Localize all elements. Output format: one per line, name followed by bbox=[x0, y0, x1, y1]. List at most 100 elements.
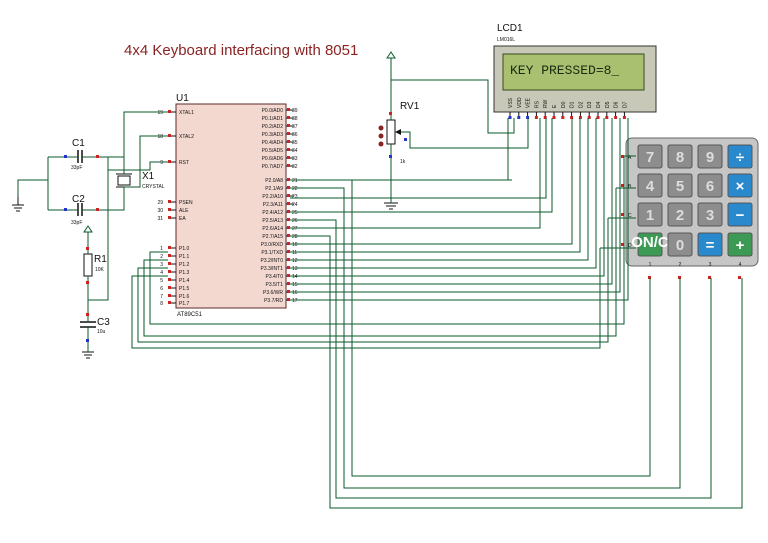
mcu-pin-number-right: 28 bbox=[292, 234, 298, 240]
keypad-key-label: + bbox=[736, 237, 745, 254]
keypad-col-pin bbox=[708, 276, 711, 279]
keypad-key-label: 1 bbox=[646, 207, 654, 224]
keypad-key-label: 6 bbox=[706, 178, 714, 195]
lcd-pin-marker bbox=[578, 116, 582, 119]
mcu-pin-name-right: P0.7/AD7 bbox=[262, 164, 284, 170]
mcu-part: AT89C51 bbox=[177, 312, 203, 318]
mcu-pin-marker-right bbox=[287, 290, 290, 293]
mcu-pin-name-left: P1.7 bbox=[179, 301, 190, 307]
wires bbox=[17, 58, 743, 509]
keypad-key-label: 0 bbox=[676, 237, 684, 254]
keypad-row-pin bbox=[621, 155, 624, 158]
mcu-pin-name-left: XTAL2 bbox=[179, 134, 194, 140]
lcd-pin-label: RW bbox=[543, 99, 549, 108]
keypad-key-2-0[interactable]: 1 bbox=[637, 202, 663, 227]
mcu-pin-marker-left bbox=[168, 216, 171, 219]
pot-dot-c bbox=[378, 141, 384, 147]
mcu-pin-name-left: ALE bbox=[179, 208, 189, 214]
keypad-key-label: 8 bbox=[676, 149, 684, 166]
mcu-pin-marker-left bbox=[168, 246, 171, 249]
ground-symbol-c3 bbox=[82, 351, 94, 359]
mcu-pin-marker-left bbox=[168, 286, 171, 289]
keypad-key-3-2[interactable]: = bbox=[697, 232, 723, 257]
reset-circuit: R1 10K C3 10u bbox=[80, 225, 110, 359]
lcd-pin-label: D3 bbox=[587, 101, 593, 108]
mcu-pin-marker-right bbox=[287, 234, 290, 237]
keypad-key-3-3[interactable]: + bbox=[727, 232, 753, 257]
mcu-pin-number-right: 27 bbox=[292, 226, 298, 232]
lcd-pin-marker bbox=[596, 116, 600, 119]
mcu-pin-name-right: P2.7/A15 bbox=[262, 234, 283, 240]
mcu-pin-number-right: 16 bbox=[292, 290, 298, 296]
mcu-pin-name-right: P0.3/AD3 bbox=[262, 132, 284, 138]
mcu-pin-name-left: PSEN bbox=[179, 200, 193, 206]
mcu-pin-number-left: 8 bbox=[160, 301, 163, 307]
mcu-pin-marker-left bbox=[168, 262, 171, 265]
c2-value: 33pF bbox=[71, 220, 82, 226]
lcd-pin-label: D7 bbox=[622, 101, 628, 108]
lcd-pin-label: RS bbox=[534, 100, 540, 108]
mcu-pin-name-right: P3.4/T0 bbox=[265, 274, 283, 280]
mcu-pin-name-right: P3.3/INT1 bbox=[260, 266, 283, 272]
keypad-key-2-2[interactable]: 3 bbox=[697, 202, 723, 227]
keypad-row-label: B bbox=[628, 184, 632, 190]
keypad-key-2-3[interactable]: − bbox=[727, 202, 753, 227]
lcd-screen bbox=[502, 53, 645, 91]
lcd-pin-marker bbox=[508, 116, 512, 119]
component-pin-marker bbox=[86, 281, 89, 284]
keypad-key-face bbox=[697, 144, 723, 169]
lcd-pin-marker bbox=[526, 116, 530, 119]
component-pin-marker bbox=[404, 138, 407, 141]
lcd-ref: LCD1 bbox=[497, 23, 523, 34]
c1-ref: C1 bbox=[72, 138, 85, 149]
keypad-key-0-2[interactable]: 9 bbox=[697, 144, 723, 169]
keypad-key-2-1[interactable]: 2 bbox=[667, 202, 693, 227]
lcd-pin-marker bbox=[614, 116, 618, 119]
r1-body bbox=[83, 253, 93, 277]
mcu-pin-name-left: EA bbox=[179, 216, 186, 222]
keypad-col-label: 4 bbox=[739, 262, 742, 268]
mcu-pin-marker-right bbox=[287, 140, 290, 143]
keypad-key-1-0[interactable]: 4 bbox=[637, 173, 663, 198]
mcu-pin-marker-right bbox=[287, 124, 290, 127]
keypad-key-face bbox=[727, 144, 753, 169]
component-pin-marker bbox=[86, 313, 89, 316]
mcu-pin-name-right: P2.5/A13 bbox=[262, 218, 283, 224]
lcd-pin-marker bbox=[534, 116, 538, 119]
component-pin-marker bbox=[389, 112, 392, 115]
mcu-pin-marker-left bbox=[168, 294, 171, 297]
mcu-pin-number-right: 33 bbox=[292, 156, 298, 162]
lcd-pin-marker bbox=[561, 116, 565, 119]
keypad-key-face bbox=[727, 232, 753, 257]
mcu-pin-name-right: P2.1/A9 bbox=[265, 186, 283, 192]
keypad-row-pin bbox=[621, 213, 624, 216]
mcu-pin-number-left: 31 bbox=[157, 216, 163, 222]
keypad-row-pin bbox=[621, 243, 624, 246]
mcu-pin-number-right: 22 bbox=[292, 186, 298, 192]
mcu-pin-number-right: 38 bbox=[292, 116, 298, 122]
ground-symbol-pot bbox=[384, 202, 398, 210]
mcu-pin-number-left: 7 bbox=[160, 294, 163, 300]
keypad-key-1-1[interactable]: 5 bbox=[667, 173, 693, 198]
keypad-key-0-0[interactable]: 7 bbox=[637, 144, 663, 169]
mcu-pin-marker-left bbox=[168, 270, 171, 273]
mcu-pin-number-right: 13 bbox=[292, 266, 298, 272]
mcu-pin-marker-right bbox=[287, 156, 290, 159]
mcu-body bbox=[175, 103, 287, 309]
lcd-pin-marker bbox=[517, 116, 521, 119]
keypad-key-label: 3 bbox=[706, 207, 714, 224]
keypad-key-1-2[interactable]: 6 bbox=[697, 173, 723, 198]
keypad-key-1-3[interactable]: × bbox=[727, 173, 753, 198]
keypad-key-3-0[interactable]: ON/C bbox=[631, 232, 669, 257]
mcu-pin-name-right: P2.0/A8 bbox=[265, 178, 283, 184]
mcu-pin-name-left: P1.4 bbox=[179, 278, 190, 284]
keypad-key-3-1[interactable]: 0 bbox=[667, 232, 693, 257]
keypad-key-label: 2 bbox=[676, 207, 684, 224]
pot-dot-a bbox=[378, 125, 384, 131]
mcu-pin-marker-right bbox=[287, 282, 290, 285]
keypad-key-0-3[interactable]: ÷ bbox=[727, 144, 753, 169]
keypad-key-0-1[interactable]: 8 bbox=[667, 144, 693, 169]
lcd-pin-label: VSS bbox=[508, 97, 514, 108]
mcu-pin-name-left: P1.6 bbox=[179, 294, 190, 300]
